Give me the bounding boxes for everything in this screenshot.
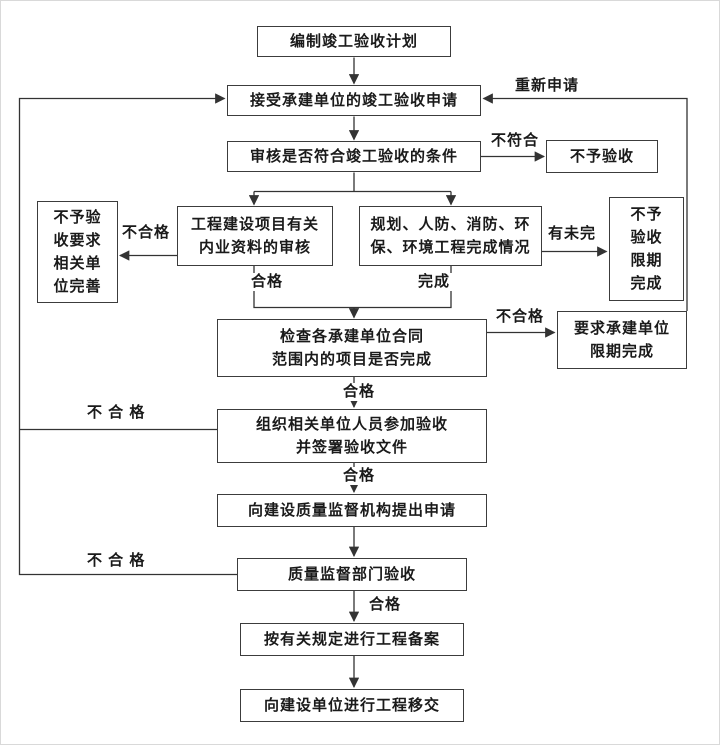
node-plan: 编制竣工验收计划 — [257, 26, 451, 57]
edge-label-unqualified-doc: 不合格 — [120, 224, 173, 242]
edge-label-qualified-org: 合格 — [341, 467, 378, 485]
node-organize-acceptance: 组织相关单位人员参加验收 并签署验收文件 — [217, 409, 487, 463]
node-supervision-acceptance: 质量监督部门验收 — [237, 558, 467, 591]
edge-label-not-conforming: 不符合 — [489, 132, 542, 150]
node-handover: 向建设单位进行工程移交 — [240, 689, 464, 722]
edge-label-qualified-doc: 合格 — [249, 273, 286, 291]
node-review-conditions: 审核是否符合竣工验收的条件 — [227, 141, 481, 172]
node-apply-supervision: 向建设质量监督机构提出申请 — [217, 494, 487, 527]
edge-label-unqualified-org: 不 合 格 — [85, 404, 148, 422]
edge-label-incomplete: 有未完 — [546, 225, 599, 243]
node-completion-status: 规划、人防、消防、环 保、环境工程完成情况 — [359, 206, 542, 266]
edge-label-qualified-contract: 合格 — [341, 383, 378, 401]
node-no-accept-improve: 不予验 收要求 相关单 位完善 — [37, 201, 118, 303]
edge-label-unqualified-contract: 不合格 — [494, 308, 547, 326]
edge-label-unqualified-supervision: 不 合 格 — [85, 552, 148, 570]
node-filing: 按有关规定进行工程备案 — [240, 623, 464, 656]
node-require-deadline: 要求承建单位 限期完成 — [557, 311, 687, 369]
node-no-acceptance: 不予验收 — [546, 140, 658, 173]
edge-label-reapply: 重新申请 — [513, 77, 582, 95]
node-doc-review: 工程建设项目有关 内业资料的审核 — [177, 206, 333, 266]
edge-label-completed: 完成 — [416, 273, 453, 291]
node-no-accept-deadline: 不予 验收 限期 完成 — [609, 197, 684, 301]
node-check-contract-scope: 检查各承建单位合同 范围内的项目是否完成 — [217, 319, 487, 377]
edge-label-qualified-supervision: 合格 — [367, 596, 404, 614]
node-accept-application: 接受承建单位的竣工验收申请 — [227, 85, 481, 116]
